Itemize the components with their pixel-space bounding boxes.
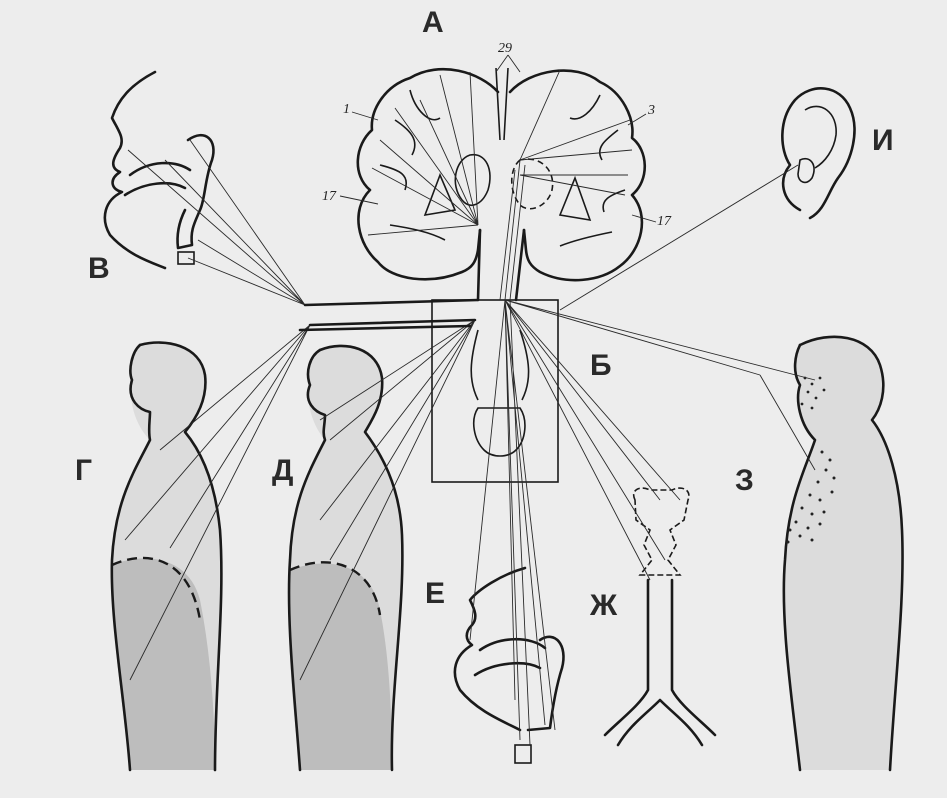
label-z: З <box>735 464 754 497</box>
label-v: В <box>88 252 110 285</box>
head-section-v <box>105 72 214 268</box>
number-1: 1 <box>343 102 350 117</box>
torso-d <box>289 346 403 770</box>
label-g: Г <box>75 454 92 487</box>
label-i: И <box>872 124 894 157</box>
number-29: 29 <box>498 41 512 56</box>
number-17-left: 17 <box>322 189 337 204</box>
label-d: Д <box>272 454 293 487</box>
label-e: Е <box>425 577 445 610</box>
number-3: 3 <box>647 103 655 118</box>
torso-z <box>784 337 903 770</box>
number-17-right: 17 <box>657 214 672 229</box>
label-b: Б <box>590 349 612 382</box>
label-a: А <box>422 6 444 39</box>
label-zh: Ж <box>589 589 618 622</box>
larynx-trachea <box>605 488 715 745</box>
torso-g <box>112 343 222 770</box>
ear <box>782 88 854 218</box>
